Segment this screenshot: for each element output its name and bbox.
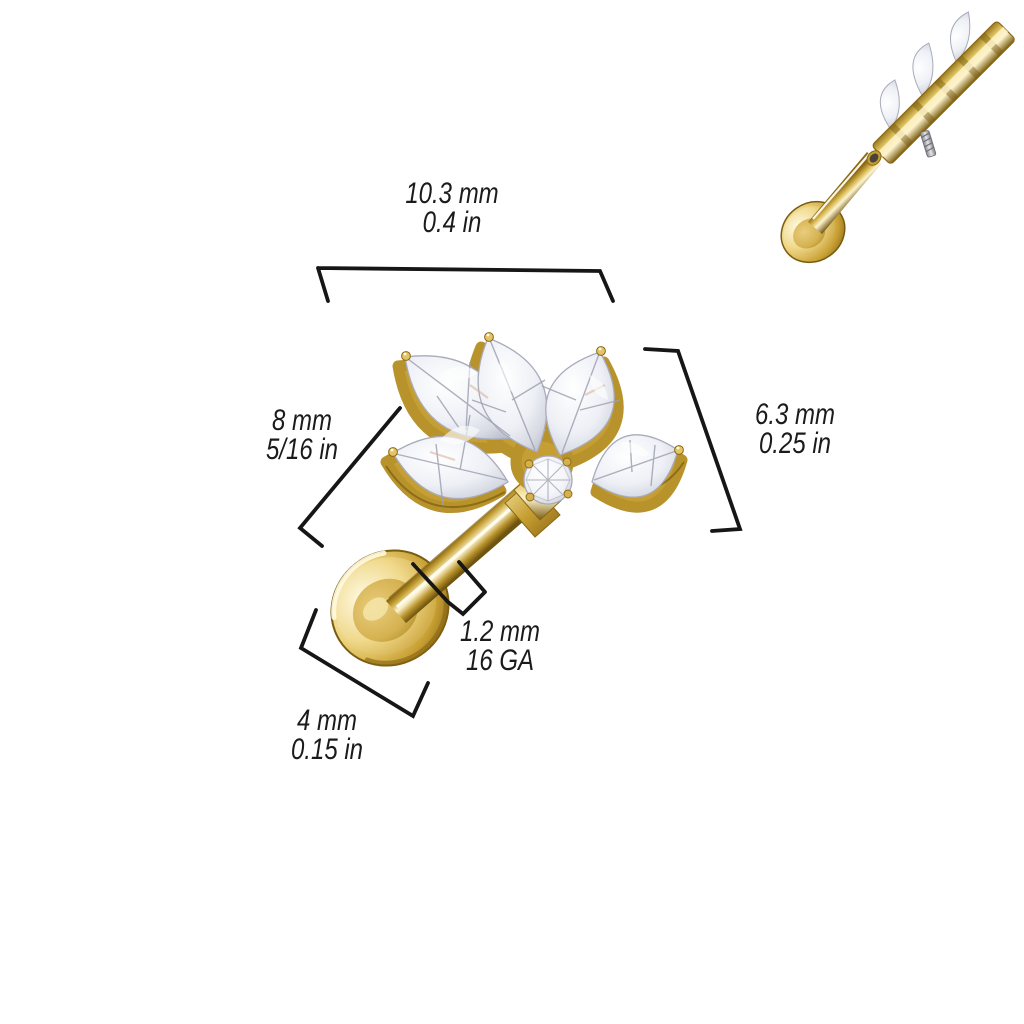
dim-gauge-metric: 1.2 mm: [459, 615, 541, 648]
dim-top-metric: 10.3 mm: [405, 177, 499, 210]
inset-flower-top: [872, 11, 1015, 164]
dimension-brackets: [297, 266, 743, 719]
center-gem: [523, 455, 573, 505]
dim-label-top-width: 10.3 mm 0.4 in: [364, 177, 540, 239]
inset-screw-thread: [920, 130, 937, 158]
bracket-right-height: [643, 347, 743, 533]
dim-left-imperial: 5/16 in: [265, 433, 339, 466]
dim-right-metric: 6.3 mm: [754, 398, 836, 431]
dim-top-imperial: 0.4 in: [422, 206, 482, 239]
inset-disassembled-render: [780, 11, 1015, 264]
dim-base-imperial: 0.15 in: [290, 733, 364, 766]
dim-left-metric: 8 mm: [272, 404, 332, 437]
dim-gauge-imperial: 16 GA: [465, 644, 535, 677]
dim-label-right-height: 6.3 mm 0.25 in: [707, 398, 883, 460]
inset-labret-post: [780, 150, 882, 264]
dim-right-imperial: 0.25 in: [758, 427, 832, 460]
dim-label-base-disc: 4 mm 0.15 in: [239, 704, 415, 766]
bracket-bar-gauge: [411, 560, 487, 617]
dim-label-left-span: 8 mm 5/16 in: [214, 404, 390, 466]
bracket-left-span: [297, 406, 402, 548]
bracket-top-width: [316, 266, 615, 303]
main-product-render: [330, 332, 688, 667]
petal-prongs: [388, 332, 684, 457]
flower-top: [380, 332, 688, 514]
bracket-base-disc: [298, 608, 430, 719]
dim-label-bar-gauge: 1.2 mm 16 GA: [412, 615, 588, 677]
post-bar: [386, 479, 547, 623]
petal-glints: [440, 360, 650, 457]
dim-base-metric: 4 mm: [297, 704, 357, 737]
